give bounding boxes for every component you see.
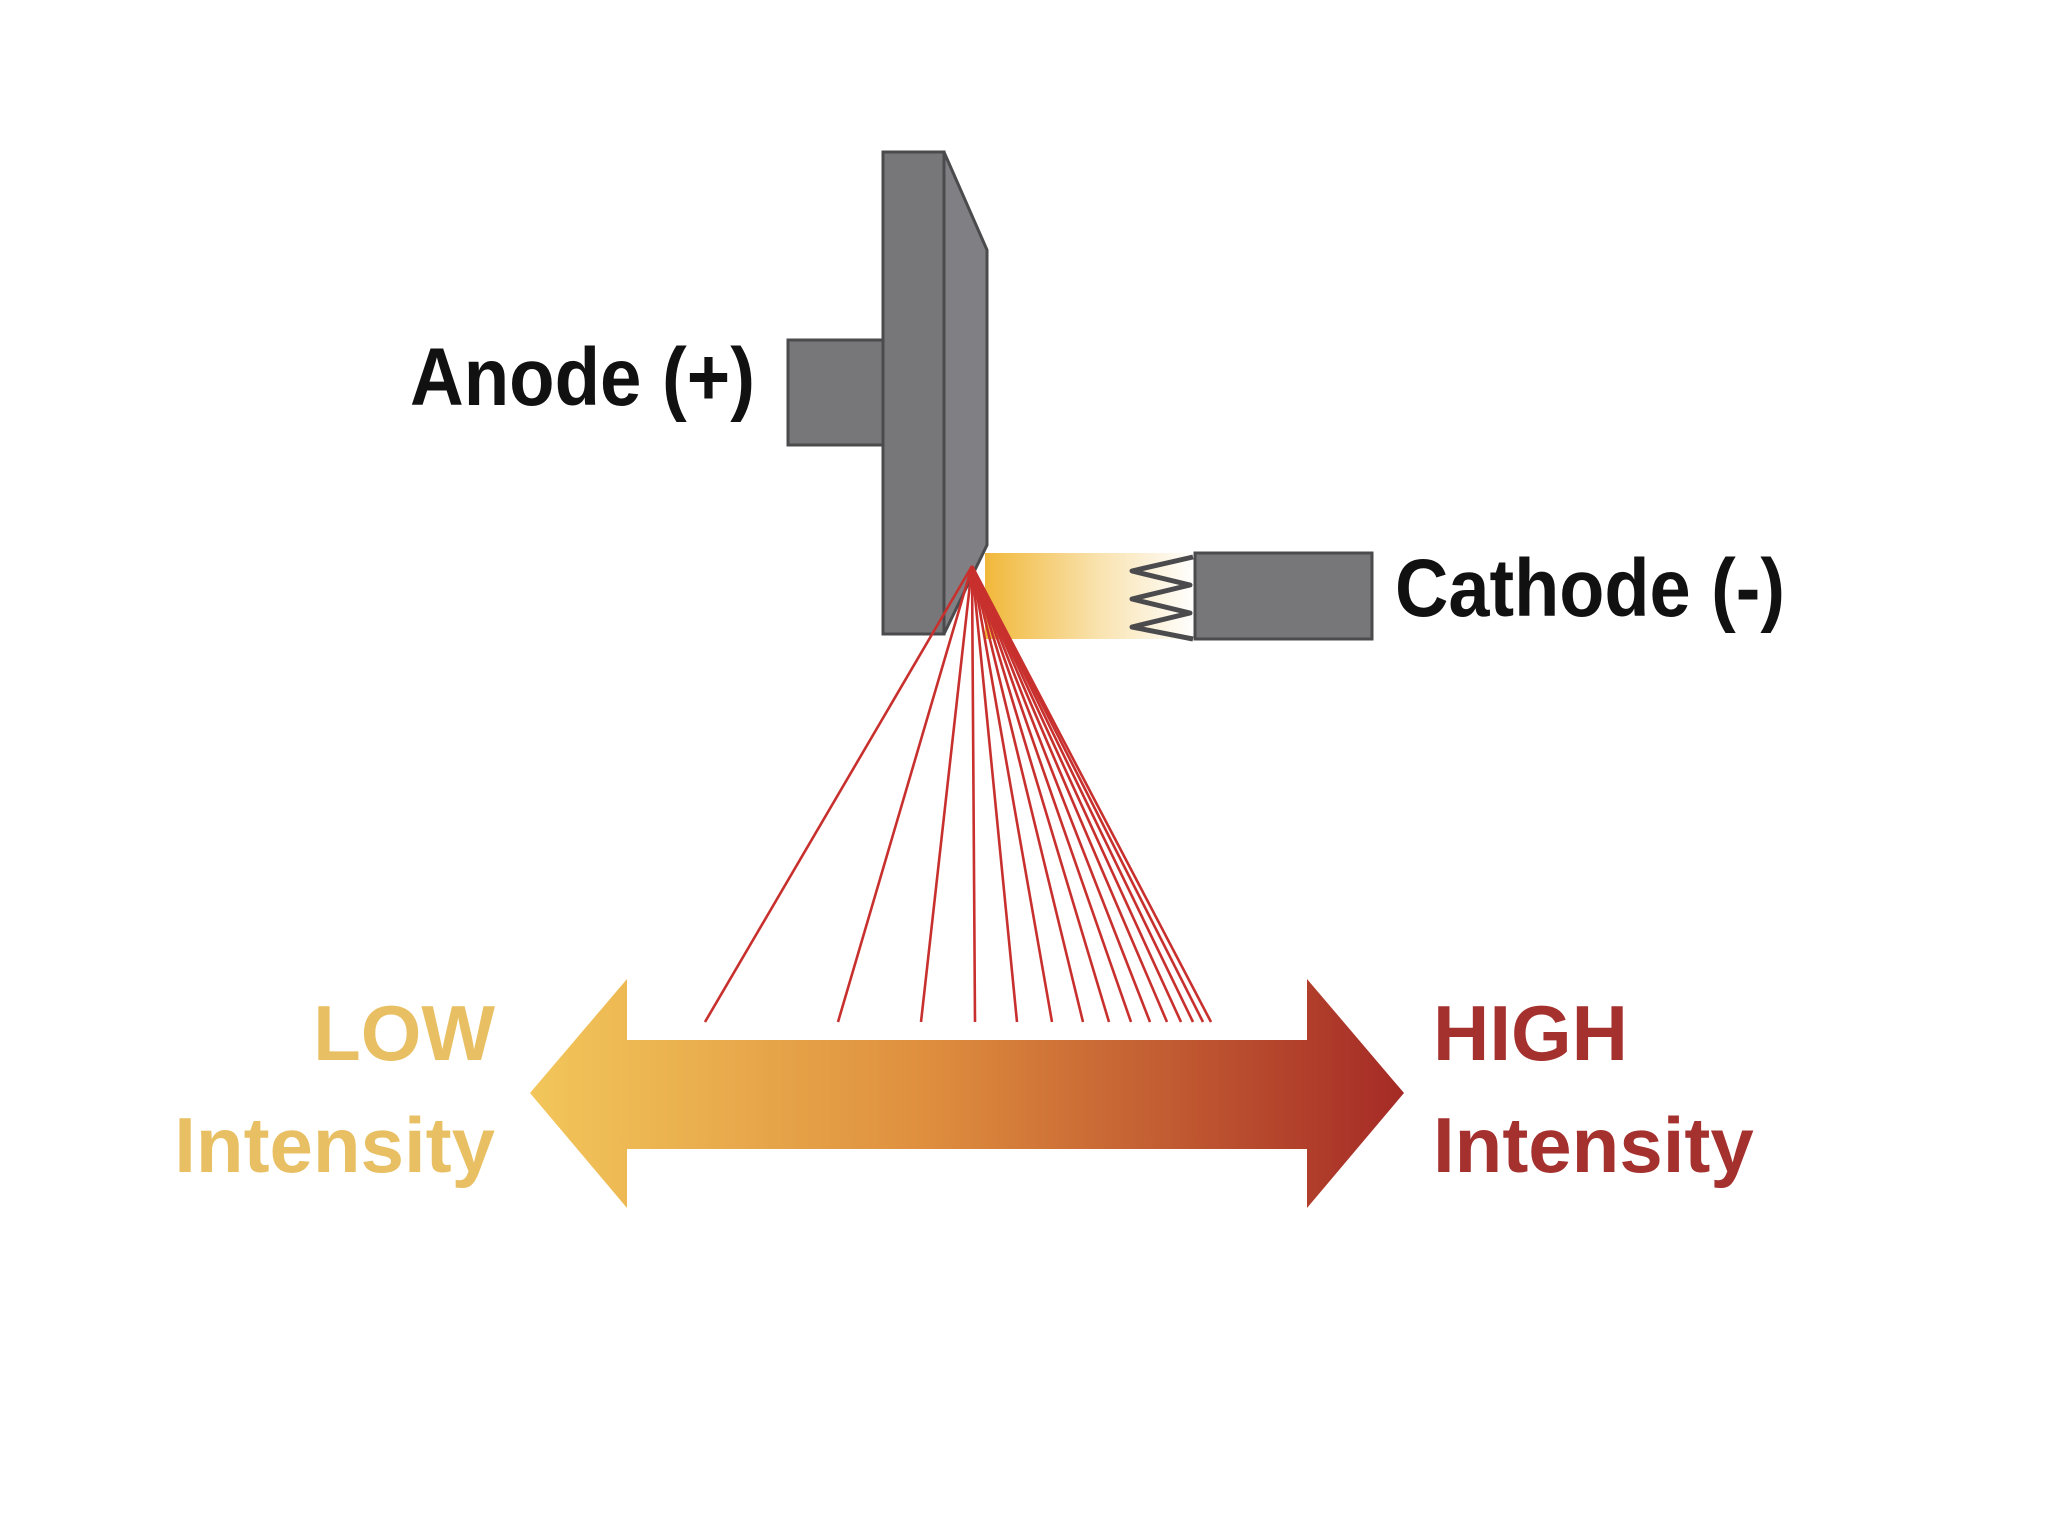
anode-body	[881, 150, 946, 636]
xray-line	[970, 565, 1213, 1023]
xray-line	[970, 565, 1133, 1023]
high-label: HIGH	[1433, 989, 1628, 1077]
xray-line	[970, 565, 1019, 1023]
low-label: LOW	[313, 989, 495, 1077]
xray-line	[970, 565, 977, 1023]
cathode-label: Cathode (-)	[1395, 543, 1785, 634]
xray-line	[970, 565, 1054, 1023]
xray-line	[970, 565, 1183, 1023]
xray-line	[970, 565, 1169, 1023]
anode-stem	[786, 338, 885, 447]
high-intensity-label: Intensity	[1433, 1101, 1754, 1189]
filament-coil-icon	[1129, 554, 1194, 642]
xray-line	[970, 565, 1195, 1023]
xray-line	[970, 565, 1111, 1023]
xray-line	[970, 565, 1152, 1023]
anode-target-face	[942, 151, 989, 635]
xray-beam-lines	[703, 565, 1213, 1023]
electron-beam	[985, 553, 1195, 639]
anode-label: Anode (+)	[410, 332, 755, 423]
xray-line	[836, 565, 974, 1023]
intensity-double-arrow	[530, 979, 1404, 1208]
low-intensity-label: Intensity	[174, 1101, 495, 1189]
xray-line	[703, 565, 974, 1023]
cathode-block	[1193, 551, 1374, 641]
xray-line	[919, 565, 974, 1023]
xray-line	[970, 565, 1085, 1023]
